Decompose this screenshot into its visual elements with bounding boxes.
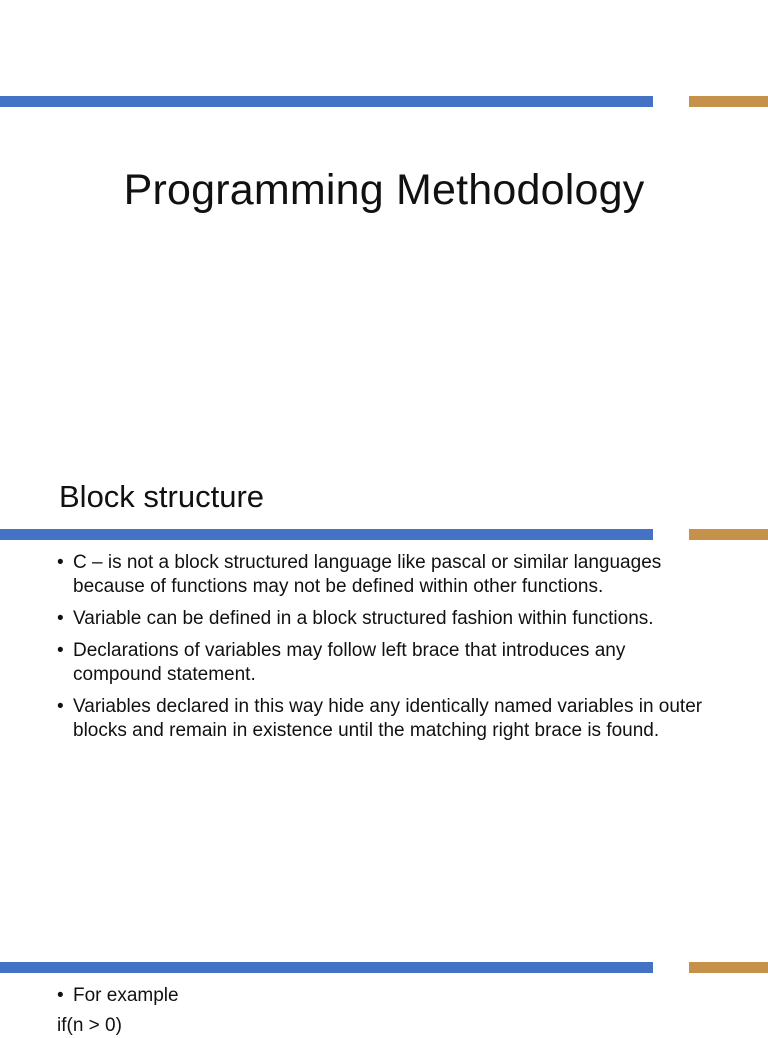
bullet-text: For example bbox=[73, 985, 179, 1006]
bullet-icon: • bbox=[57, 552, 64, 573]
bullet-icon: • bbox=[57, 696, 64, 717]
accent-bar-gold-2 bbox=[689, 529, 768, 540]
bullet-text: Declarations of variables may follow lef… bbox=[73, 640, 626, 685]
bullet-icon: • bbox=[57, 985, 64, 1006]
bullet-icon: • bbox=[57, 608, 64, 629]
accent-bar-blue-1 bbox=[0, 96, 653, 107]
bullet-item: • Declarations of variables may follow l… bbox=[57, 639, 717, 687]
accent-bar-blue-3 bbox=[0, 962, 653, 973]
bullet-item: • Variables declared in this way hide an… bbox=[57, 695, 717, 743]
bullet-text: C – is not a block structured language l… bbox=[73, 552, 662, 597]
bullet-item: • For example bbox=[57, 984, 179, 1008]
bullet-item: • Variable can be defined in a block str… bbox=[57, 607, 717, 631]
slide-title: Programming Methodology bbox=[123, 166, 645, 214]
example-list: • For example bbox=[57, 984, 179, 1008]
bullet-list: • C – is not a block structured language… bbox=[57, 551, 717, 751]
accent-bar-blue-2 bbox=[0, 529, 653, 540]
bullet-text: Variable can be defined in a block struc… bbox=[73, 608, 654, 629]
bullet-item: • C – is not a block structured language… bbox=[57, 551, 717, 599]
accent-bar-gold-1 bbox=[689, 96, 768, 107]
bullet-text: Variables declared in this way hide any … bbox=[73, 696, 703, 741]
code-line: if(n > 0) bbox=[57, 1015, 122, 1036]
section-title: Block structure bbox=[59, 479, 265, 514]
bullet-icon: • bbox=[57, 640, 64, 661]
accent-bar-gold-3 bbox=[689, 962, 768, 973]
